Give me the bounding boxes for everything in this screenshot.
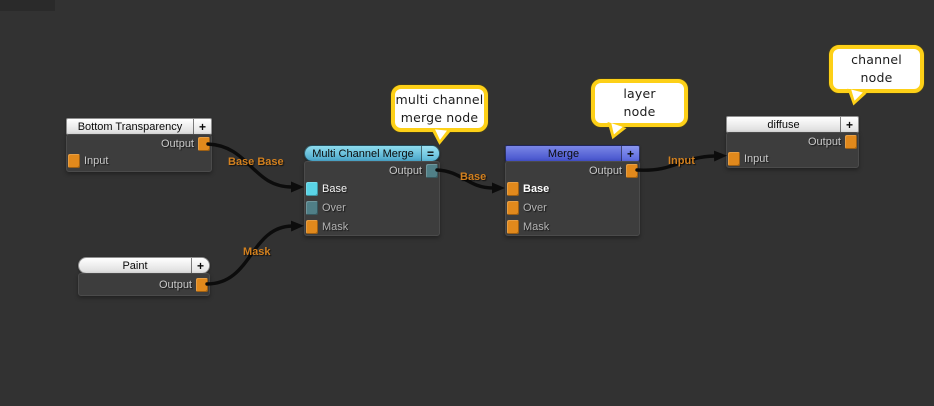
wire-paint-to-mcm-mask[interactable] xyxy=(205,220,304,286)
mask-port[interactable] xyxy=(507,219,519,234)
input-row-base: Base xyxy=(506,179,639,198)
over-label: Over xyxy=(322,201,346,214)
output-row: Output xyxy=(727,133,858,150)
node-title: Multi Channel Merge xyxy=(312,147,414,160)
node-add-button[interactable]: + xyxy=(621,146,639,161)
node-diffuse[interactable]: diffuse + Output Input xyxy=(726,116,859,168)
node-title: diffuse xyxy=(767,118,800,131)
callout-line: node xyxy=(860,70,893,85)
node-add-button[interactable]: + xyxy=(193,119,211,134)
callout-tail xyxy=(429,128,451,146)
input-row: Input xyxy=(727,150,858,167)
node-body: Output Input xyxy=(726,132,859,168)
node-header[interactable]: diffuse + xyxy=(726,116,859,133)
output-row: Output xyxy=(79,274,209,295)
node-body: Output xyxy=(78,273,210,296)
node-title: Paint xyxy=(122,259,148,272)
wire-label-base: Base xyxy=(460,171,487,183)
wire-mcm-to-merge-base[interactable] xyxy=(435,168,505,194)
output-row: Output xyxy=(305,162,439,179)
output-label: Output xyxy=(807,135,841,148)
wire-label-input: Input xyxy=(668,155,695,167)
input-port[interactable] xyxy=(728,151,740,166)
base-port[interactable] xyxy=(306,181,318,196)
callout-tail xyxy=(602,121,627,143)
mask-label: Mask xyxy=(322,220,349,233)
node-body: Output Base Over Mask xyxy=(304,161,440,236)
node-title: Bottom Transparency xyxy=(77,120,183,133)
top-edge-strip xyxy=(0,0,55,11)
input-row-over: Over xyxy=(305,198,439,217)
callout-tail xyxy=(843,88,867,108)
callout-line: merge node xyxy=(400,109,479,125)
node-paint[interactable]: Paint + Output xyxy=(78,257,210,296)
output-label: Output xyxy=(388,164,422,177)
wire-label-mask: Mask xyxy=(243,246,271,258)
node-add-button[interactable]: + xyxy=(840,117,858,132)
mask-label: Mask xyxy=(523,220,550,233)
node-body: Output Input xyxy=(66,134,212,172)
node-bottom-transparency[interactable]: Bottom Transparency + Output Input xyxy=(66,118,212,172)
node-merge[interactable]: Merge + Output Base Over Mask xyxy=(505,145,640,236)
mask-port[interactable] xyxy=(306,219,318,234)
node-add-button[interactable]: + xyxy=(191,258,209,273)
over-port[interactable] xyxy=(507,200,519,215)
output-label: Output xyxy=(588,164,622,177)
output-port[interactable] xyxy=(626,163,638,178)
input-row-over: Over xyxy=(506,198,639,217)
node-body: Output Base Over Mask xyxy=(505,161,640,236)
node-title: Merge xyxy=(547,147,580,160)
output-port[interactable] xyxy=(198,136,210,151)
base-label: Base xyxy=(523,182,550,195)
output-port[interactable] xyxy=(196,277,208,292)
node-header[interactable]: Paint + xyxy=(78,257,210,274)
wire-label-base-base: Base Base xyxy=(228,156,284,168)
base-port[interactable] xyxy=(507,181,519,196)
output-label: Output xyxy=(158,278,192,291)
node-header[interactable]: Merge + xyxy=(505,145,640,162)
node-header[interactable]: Multi Channel Merge = xyxy=(304,145,440,162)
input-port[interactable] xyxy=(68,153,80,168)
wire-bottomtransparency-to-mcm-base[interactable] xyxy=(206,142,304,193)
callout-line: channel xyxy=(851,52,902,67)
node-header[interactable]: Bottom Transparency + xyxy=(66,118,212,135)
output-label: Output xyxy=(160,137,194,150)
callout-line: node xyxy=(623,104,656,119)
callout-line: multi channel xyxy=(395,91,484,107)
input-label: Input xyxy=(744,152,769,165)
input-row-mask: Mask xyxy=(305,217,439,236)
callout-channel-node: channel node xyxy=(829,45,924,108)
node-multi-channel-merge[interactable]: Multi Channel Merge = Output Base Over M… xyxy=(304,145,440,236)
input-row-base: Base xyxy=(305,179,439,198)
output-row: Output xyxy=(67,135,211,152)
over-port[interactable] xyxy=(306,200,318,215)
output-port[interactable] xyxy=(845,134,857,149)
over-label: Over xyxy=(523,201,547,214)
output-row: Output xyxy=(506,162,639,179)
callout-line: layer xyxy=(623,86,656,101)
input-row: Input xyxy=(67,152,211,169)
input-label: Input xyxy=(84,154,109,167)
base-label: Base xyxy=(322,182,348,195)
output-port[interactable] xyxy=(426,163,438,178)
wire-merge-to-diffuse-input[interactable] xyxy=(635,150,727,172)
callout-layer-node: layer node xyxy=(591,79,688,143)
callout-multi-channel-merge: multi channel merge node xyxy=(391,85,488,146)
node-menu-button[interactable]: = xyxy=(421,146,439,161)
input-row-mask: Mask xyxy=(506,217,639,236)
